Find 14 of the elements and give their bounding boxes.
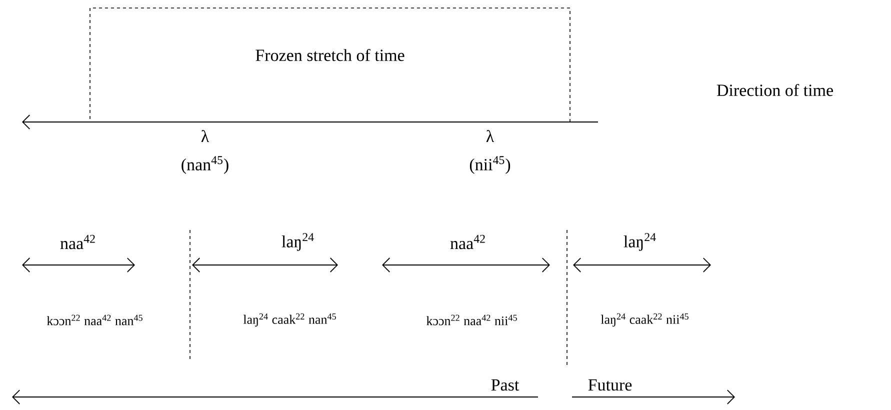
- span-label: naa$^{42}$: [450, 234, 485, 250]
- axis-label: Direction of time: [716, 84, 833, 96]
- axis-label: Future: [588, 379, 632, 391]
- phrase-label: laŋ$^{24}$ caak$^{22}$ nii$^{45}$: [600, 313, 688, 327]
- phrase-label: laŋ$^{24}$ caak$^{22}$ nan$^{45}$: [243, 313, 336, 327]
- phrase-label: kɔɔn$^{22}$ naa$^{42}$ nii$^{45}$: [426, 314, 517, 326]
- span-label: naa$^{42}$: [60, 234, 95, 250]
- dashed-box: Frozen stretch of time: [90, 8, 570, 122]
- span-label: laŋ$^{24}$: [624, 233, 656, 251]
- span-label: laŋ$^{24}$: [282, 233, 314, 251]
- gloss-label: (nii$^{45}$): [470, 156, 510, 174]
- gloss-label: (nan$^{45}$): [182, 156, 228, 174]
- phrase-label: kɔɔn$^{22}$ naa$^{42}$ nan$^{45}$: [46, 314, 142, 326]
- axis-label: Past: [491, 379, 520, 391]
